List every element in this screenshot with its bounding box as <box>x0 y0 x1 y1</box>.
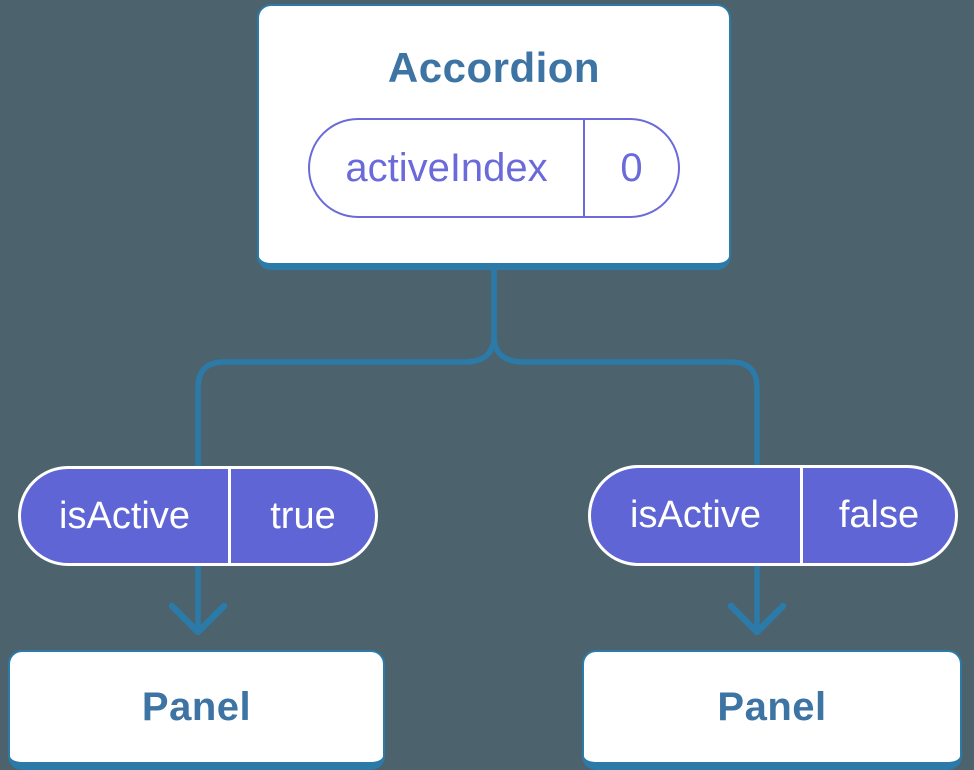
state-name-label: activeIndex <box>345 145 548 190</box>
accordion-card-title: Accordion <box>387 44 601 91</box>
prop-value-label: false <box>800 468 955 563</box>
right-arrowhead-icon <box>727 602 787 636</box>
prop-name-label: isActive <box>630 494 761 536</box>
panel-card-title: Panel <box>717 684 827 729</box>
prop-value-label: true <box>228 469 375 563</box>
prop-pill-isactive-true: isActive true <box>18 466 378 566</box>
state-pill-activeindex: activeIndex 0 <box>308 118 680 218</box>
left-arrowhead-icon <box>168 602 228 636</box>
prop-pill-isactive-false: isActive false <box>588 465 958 566</box>
left-branch-line <box>195 335 497 630</box>
accordion-component-card: Accordion activeIndex 0 <box>257 4 731 270</box>
panel-card-right: Panel <box>582 650 962 770</box>
right-branch-line <box>491 335 760 630</box>
prop-name-label: isActive <box>59 494 190 537</box>
panel-card-left: Panel <box>8 650 385 770</box>
state-value-label: 0 <box>583 120 678 216</box>
panel-card-title: Panel <box>141 684 252 729</box>
